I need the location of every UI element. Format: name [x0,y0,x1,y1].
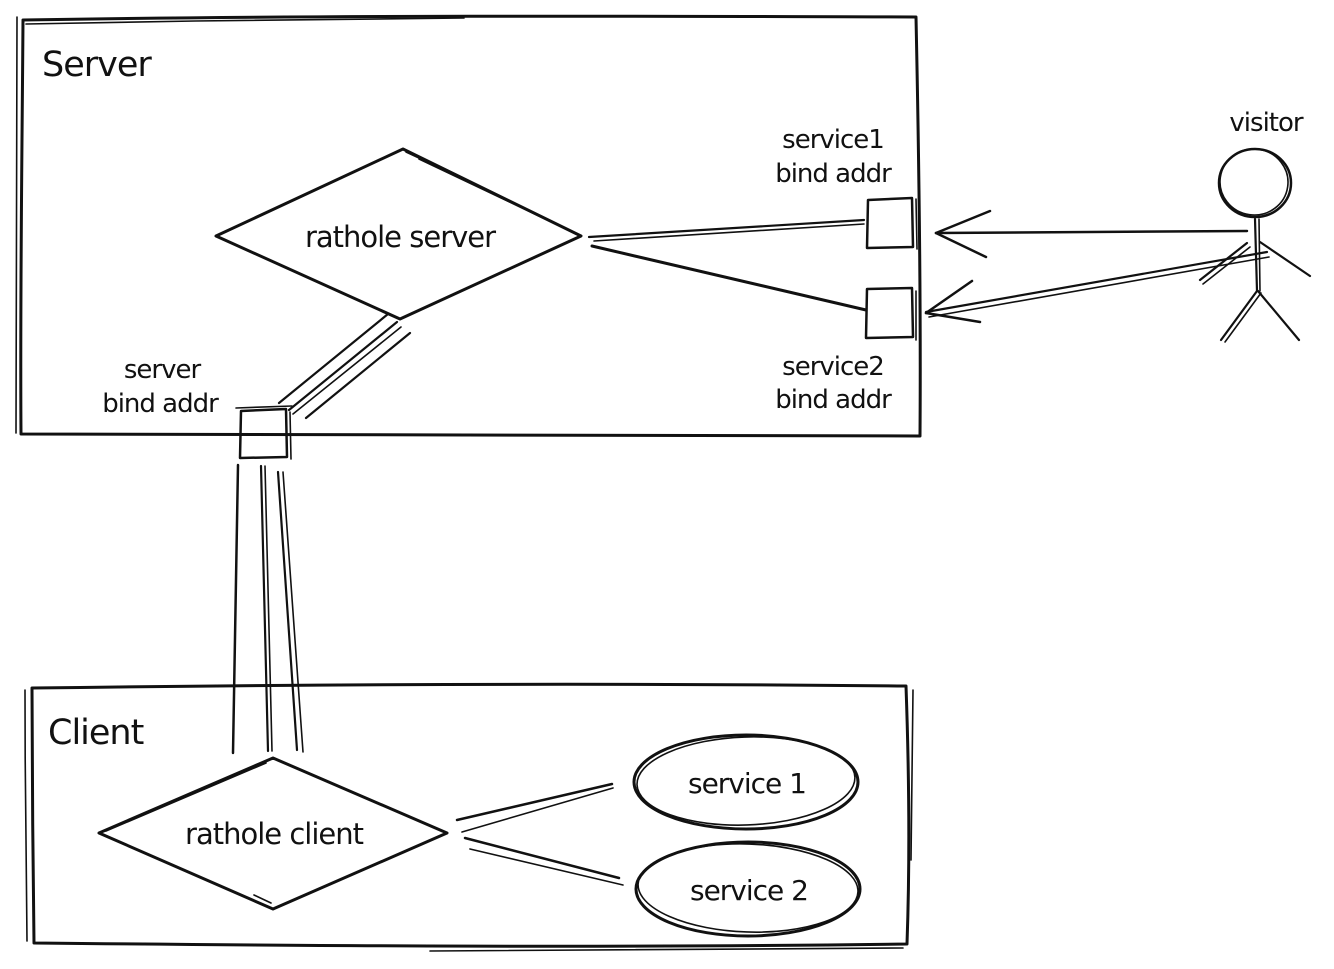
visitor-label: visitor [1229,108,1303,138]
rathole-server-diamond-overdraw2 [405,151,435,166]
rathole-client-diamond [97,756,449,911]
service2-bind-square [864,286,917,341]
tunnel-lower-line3b [282,471,304,753]
visitor-leg-right [1256,289,1301,342]
visitor-arm-right [1258,240,1312,278]
service2-bind-label-line1: service2 [782,352,884,382]
client-box-outline [30,682,911,948]
labels: Server rathole server service1 bind addr… [42,45,1305,907]
link-client-service1-line [455,782,614,822]
tunnel-upper-line1 [277,312,390,405]
visitor-leg-left-overdraw [1224,292,1262,343]
tunnel-lines-lower [231,463,304,755]
visitor-head-overdraw [1219,148,1289,216]
client-box-label: Client [48,713,144,753]
server-box-outline [19,14,922,439]
visitor-arrow2-shaft [924,250,1269,314]
rathole-server-diamond-overdraw [418,158,578,235]
tunnel-lower-line2 [259,464,270,753]
link-client-to-service2 [463,836,624,886]
tunnel-lower-line1 [231,463,240,755]
service2-ellipse-outline [634,840,862,938]
tunnel-lower-line2b [264,465,273,752]
link-client-service1-overdraw [461,787,614,833]
service2-bind-square-outline [864,286,915,340]
server-bind-square [235,405,293,460]
tunnel-lower-line3 [276,470,299,752]
visitor-arrow1-barb-top [934,209,992,235]
visitor-arm-left [1198,241,1249,282]
service2-ellipse-overdraw [637,843,859,933]
service1-ellipse-label: service 1 [688,767,806,800]
server-box-label: Server [42,45,152,85]
service1-bind-label-line1: service1 [782,125,884,155]
visitor-body [1253,217,1259,293]
rathole-client-label: rathole client [185,817,364,851]
link-server-to-service2 [590,244,868,312]
service2-ellipse [634,840,862,938]
server-box-overdraw-top [25,17,465,25]
tunnel-upper-line3 [304,331,412,420]
client-box [24,682,914,952]
visitor-arrow2-shaft-overdraw [928,256,1270,318]
link-client-to-service1 [455,782,614,833]
service2-ellipse-label: service 2 [690,874,808,907]
service1-ellipse [632,733,860,831]
rathole-client-diamond-outline [97,756,449,911]
server-bind-square-outline [238,407,289,460]
server-bind-label-line2: bind addr [102,389,219,419]
server-box-overdraw-left [15,16,18,434]
visitor-arrow-service1 [934,209,1249,259]
service2-bind-label-line2: bind addr [775,385,892,415]
sketch-strokes [15,14,1312,952]
rathole-server-diamond [214,147,583,321]
visitor-body-overdraw [1258,218,1261,292]
link-server-service2-line [590,244,868,312]
tunnel-upper-line2 [287,320,399,412]
visitor-stick-figure-icon [1198,147,1312,343]
server-box [15,14,922,439]
link-client-service2-overdraw [469,848,624,886]
visitor-arrow1-shaft [934,229,1249,235]
visitor-arrow-service2 [924,250,1270,324]
rathole-client-diamond-overdraw [105,762,267,832]
server-bind-square-overdraw-top [235,405,293,409]
link-server-service1-overdraw [593,223,865,242]
service1-bind-square-overdraw [915,198,918,250]
service1-ellipse-outline [632,733,860,831]
rathole-client-diamond-overdraw2 [253,894,272,904]
service1-ellipse-overdraw [636,736,856,826]
client-box-overdraw-right [910,689,914,861]
tunnel-upper-line2b [292,326,402,415]
client-box-overdraw-left [24,689,28,942]
service1-bind-square [865,196,918,250]
link-server-service1-line [587,218,866,239]
visitor-arrow2-barb-top [924,279,974,315]
client-box-overdraw-bottom [429,947,904,952]
link-server-to-service1 [587,218,866,242]
service1-bind-label-line2: bind addr [775,159,892,189]
visitor-arrow1-barb-bottom [934,231,988,259]
visitor-arm-left-overdraw [1202,246,1251,285]
link-client-service2-line [463,836,621,880]
visitor-arrow2-barb-bottom [924,311,982,324]
rathole-server-label: rathole server [305,220,496,254]
visitor-leg-left [1219,289,1259,342]
tunnel-lines-upper [277,312,412,420]
server-bind-square-overdraw-right [289,411,292,460]
server-bind-label-line1: server [124,355,202,385]
service1-bind-square-outline [865,196,915,250]
